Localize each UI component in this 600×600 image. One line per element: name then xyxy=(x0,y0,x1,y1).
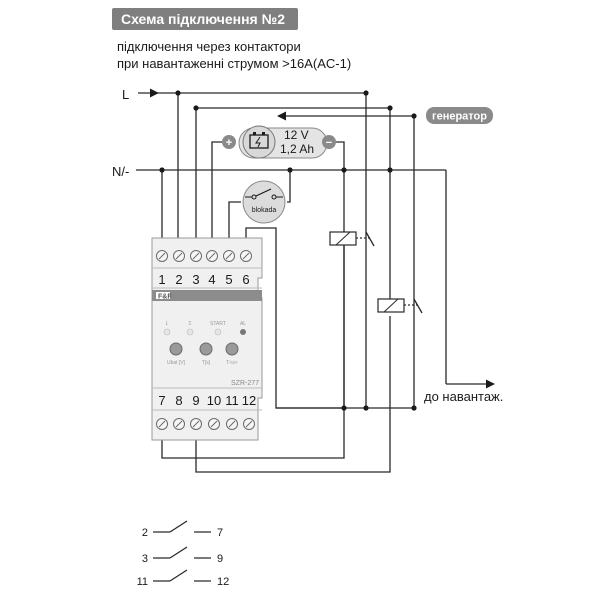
terminal-10-label: 10 xyxy=(207,393,221,408)
szr-277-device: F&F 1 2 3 4 5 6 L Σ START AL Ub xyxy=(151,237,263,441)
terminal-6-label: 6 xyxy=(242,272,249,287)
knob-time-icon xyxy=(199,342,213,356)
battery: + 12 V 1,2 Ah − xyxy=(222,125,336,159)
line-n-label: N/- xyxy=(112,164,129,179)
contact-11-12-from: 11 xyxy=(137,576,148,588)
bottom-terminal-screws xyxy=(156,418,255,430)
knob-delay-label: T<s> xyxy=(226,360,237,366)
wire-battery-plus xyxy=(211,141,222,252)
contact-3-9: 3 9 xyxy=(142,546,223,565)
battery-capacity: 1,2 Ah xyxy=(280,142,314,156)
terminal-7-label: 7 xyxy=(158,393,165,408)
contact-11-12: 11 12 xyxy=(137,569,229,588)
battery-minus-terminal xyxy=(322,135,336,149)
l-bus xyxy=(138,88,367,408)
contact-legend: 2 7 3 9 11 12 xyxy=(137,520,229,588)
wire-blokada-right xyxy=(287,170,291,203)
terminal-8-label: 8 xyxy=(175,393,182,408)
blokada-label: blokada xyxy=(252,207,277,214)
generator-badge: генератор xyxy=(426,107,493,124)
blokada-switch: blokada xyxy=(242,180,286,224)
led-l-icon xyxy=(163,328,171,336)
knob-voltage-label: Ubat [V] xyxy=(167,360,186,366)
device-logo-icon: F&F xyxy=(156,292,172,301)
page-title: Схема підключення №2 xyxy=(121,11,285,27)
wire-blokada-left xyxy=(228,201,241,252)
contact-11-12-to: 12 xyxy=(217,576,229,588)
terminal-11-label: 11 xyxy=(225,393,239,408)
junction-dots xyxy=(159,90,417,411)
generator-line xyxy=(277,111,415,408)
battery-icon xyxy=(249,132,269,149)
terminal-3-label: 3 xyxy=(192,272,199,287)
led-sigma-icon xyxy=(186,328,194,336)
line-l-label: L xyxy=(122,87,129,102)
knob-delay-icon xyxy=(225,342,239,356)
battery-minus-sign: − xyxy=(326,137,332,149)
wire-t7 xyxy=(161,246,345,459)
contactor-2 xyxy=(377,298,423,314)
load-label: до навантаж. xyxy=(424,389,503,404)
led-start-label: START xyxy=(210,321,226,327)
terminal-12-label: 12 xyxy=(242,393,256,408)
wire-battery-minus xyxy=(336,141,345,408)
contact-3-9-to: 9 xyxy=(217,553,223,565)
terminal-1-label: 1 xyxy=(158,272,165,287)
svg-text:F&F: F&F xyxy=(158,294,172,301)
terminal-9-label: 9 xyxy=(192,393,199,408)
battery-plus-sign: + xyxy=(226,137,232,149)
wire-t9 xyxy=(195,316,391,473)
top-terminal-screws xyxy=(156,250,252,262)
wire-t3 xyxy=(195,107,391,300)
contact-2-7-to: 7 xyxy=(217,527,223,539)
terminal-5-label: 5 xyxy=(225,272,232,287)
battery-voltage: 12 V xyxy=(284,128,309,142)
terminal-4-label: 4 xyxy=(208,272,215,287)
led-l-label: L xyxy=(166,321,169,327)
subtitle-line-1: підключення через контактори xyxy=(117,39,301,54)
terminal-2-label: 2 xyxy=(175,272,182,287)
device-model: SZR-277 xyxy=(231,380,259,387)
knob-voltage-icon xyxy=(169,342,183,356)
subtitle-line-2: при навантаженні струмом >16A(AC-1) xyxy=(117,56,351,71)
title-badge xyxy=(112,8,298,30)
contact-2-7: 2 7 xyxy=(142,520,223,539)
contact-2-7-from: 2 xyxy=(142,527,148,539)
led-al-icon xyxy=(240,329,246,335)
contact-3-9-from: 3 xyxy=(142,553,148,565)
generator-label: генератор xyxy=(432,111,487,123)
device-stripe xyxy=(152,290,262,301)
battery-plus-terminal xyxy=(222,135,236,149)
led-start-icon xyxy=(214,328,222,336)
switch-icon xyxy=(245,188,283,200)
contactor-1 xyxy=(329,231,375,247)
led-al-label: AL xyxy=(240,321,246,327)
led-sigma-label: Σ xyxy=(188,321,191,327)
knob-time-label: T[s] xyxy=(202,360,211,366)
